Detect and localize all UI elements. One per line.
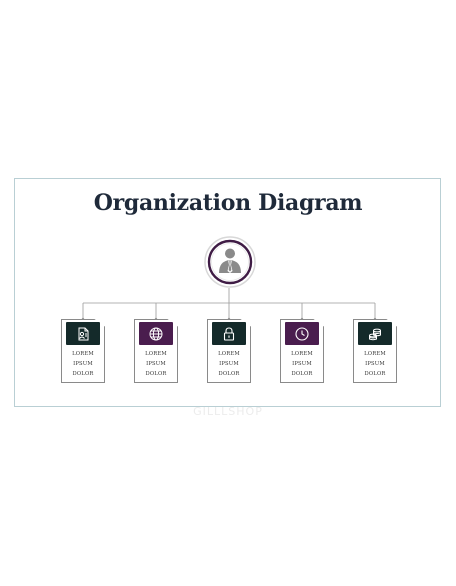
card-1-line-3: DOLOR: [72, 371, 94, 377]
card-3-line-2: IPSUM: [219, 361, 239, 367]
center-node: [204, 236, 256, 288]
card-1-line-1: LOREM: [72, 351, 94, 357]
card-5-icon-box: [358, 322, 392, 345]
card-1-icon-box: [66, 322, 100, 345]
card-4-text: LOREM IPSUM DOLOR: [280, 349, 324, 379]
watermark: GILLLSHOP: [193, 405, 263, 418]
card-5-line-2: IPSUM: [365, 361, 385, 367]
card-2-icon-box: [139, 322, 173, 345]
coins-icon: [369, 328, 381, 340]
card-5-text: LOREM IPSUM DOLOR: [353, 349, 397, 379]
card-5-line-3: DOLOR: [364, 371, 386, 377]
card-3-line-1: LOREM: [218, 351, 240, 357]
lock-icon: [223, 326, 235, 341]
card-5-line-1: LOREM: [364, 351, 386, 357]
card-3-text: LOREM IPSUM DOLOR: [207, 349, 251, 379]
document-user-icon: [78, 327, 89, 340]
card-4-line-3: DOLOR: [291, 371, 313, 377]
card-2-line-3: DOLOR: [145, 371, 167, 377]
person-icon: [204, 236, 256, 288]
card-4-line-1: LOREM: [291, 351, 313, 357]
diagram-title: Organization Diagram: [93, 190, 363, 216]
card-2-line-2: IPSUM: [146, 361, 166, 367]
card-3-line-3: DOLOR: [218, 371, 240, 377]
card-3-icon-box: [212, 322, 246, 345]
card-4-line-2: IPSUM: [292, 361, 312, 367]
card-4-icon-box: [285, 322, 319, 345]
clock-icon: [295, 326, 309, 341]
card-1-text: LOREM IPSUM DOLOR: [61, 349, 105, 379]
globe-icon: [149, 327, 163, 340]
card-1-line-2: IPSUM: [73, 361, 93, 367]
card-2-text: LOREM IPSUM DOLOR: [134, 349, 178, 379]
card-2-line-1: LOREM: [145, 351, 167, 357]
